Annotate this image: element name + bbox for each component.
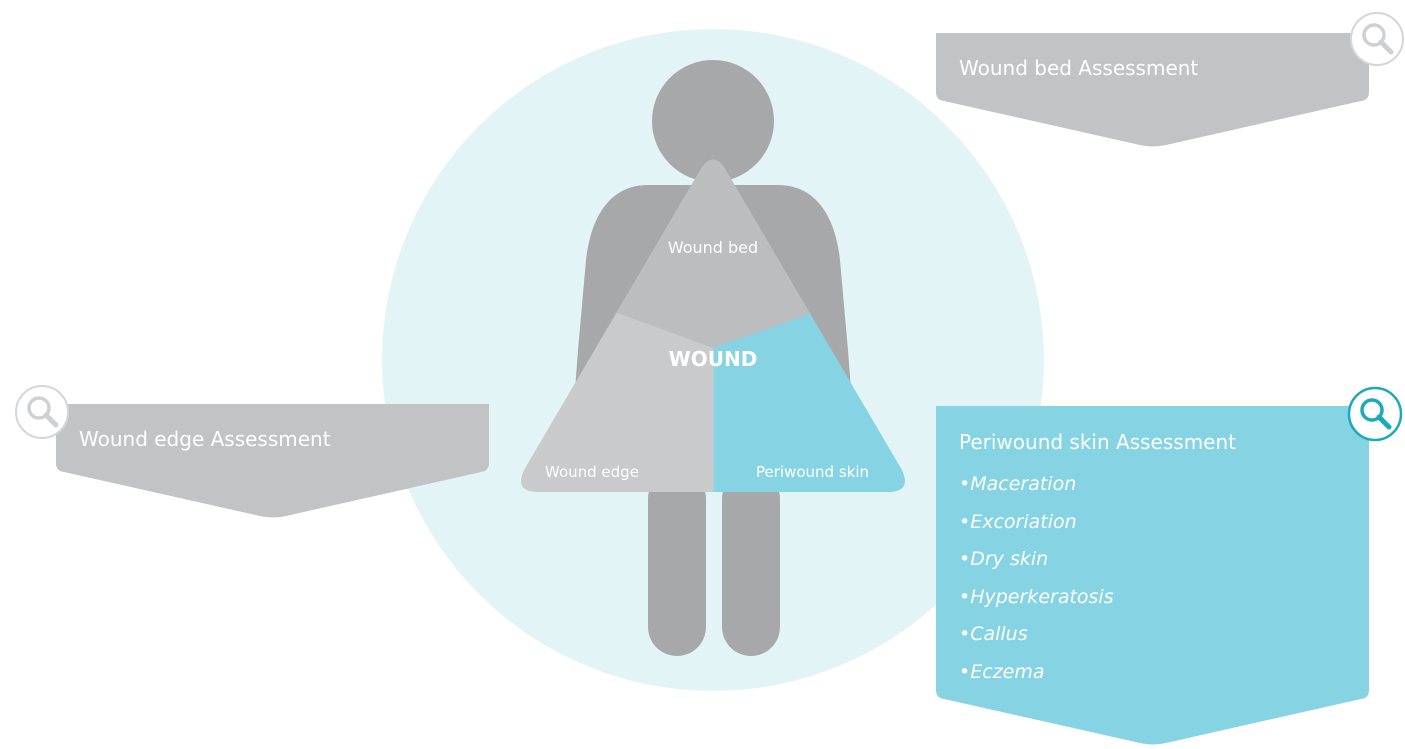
list-item-dry-skin: Dry skin [959, 541, 1114, 579]
panel-periwound-title: Periwound skin Assessment [959, 430, 1236, 454]
figure-right-leg [722, 470, 780, 656]
figure-head [652, 60, 774, 182]
panel-wound-edge-shape[interactable] [56, 404, 489, 518]
list-item-hyperkeratosis: Hyperkeratosis [959, 579, 1113, 617]
periwound-magnifier-button[interactable] [1347, 386, 1403, 442]
list-item-excoriation: Excoriation [959, 504, 1114, 542]
wound-bed-magnifier-button[interactable] [1349, 11, 1405, 67]
list-item-maceration: Maceration [959, 466, 1114, 504]
segment-label-periwound-skin: Periwound skin [756, 463, 869, 481]
periwound-findings-list: Maceration Excoriation Dry skin Hyperker… [959, 466, 1114, 692]
wound-edge-magnifier-button[interactable] [14, 384, 70, 440]
center-label-wound: WOUND [669, 347, 758, 371]
figure-left-leg [648, 470, 706, 656]
magnifier-icon [15, 385, 69, 439]
panel-wound-bed-shape[interactable] [936, 33, 1369, 147]
list-item-callus: Callus [959, 616, 1114, 654]
magnifier-icon [1350, 12, 1404, 66]
segment-label-wound-bed: Wound bed [668, 238, 758, 257]
panel-wound-bed-title: Wound bed Assessment [959, 56, 1199, 80]
magnifier-icon [1347, 386, 1403, 442]
list-item-eczema: Eczema [959, 654, 1114, 692]
panel-wound-edge-title: Wound edge Assessment [79, 427, 331, 451]
segment-label-wound-edge: Wound edge [545, 463, 639, 481]
